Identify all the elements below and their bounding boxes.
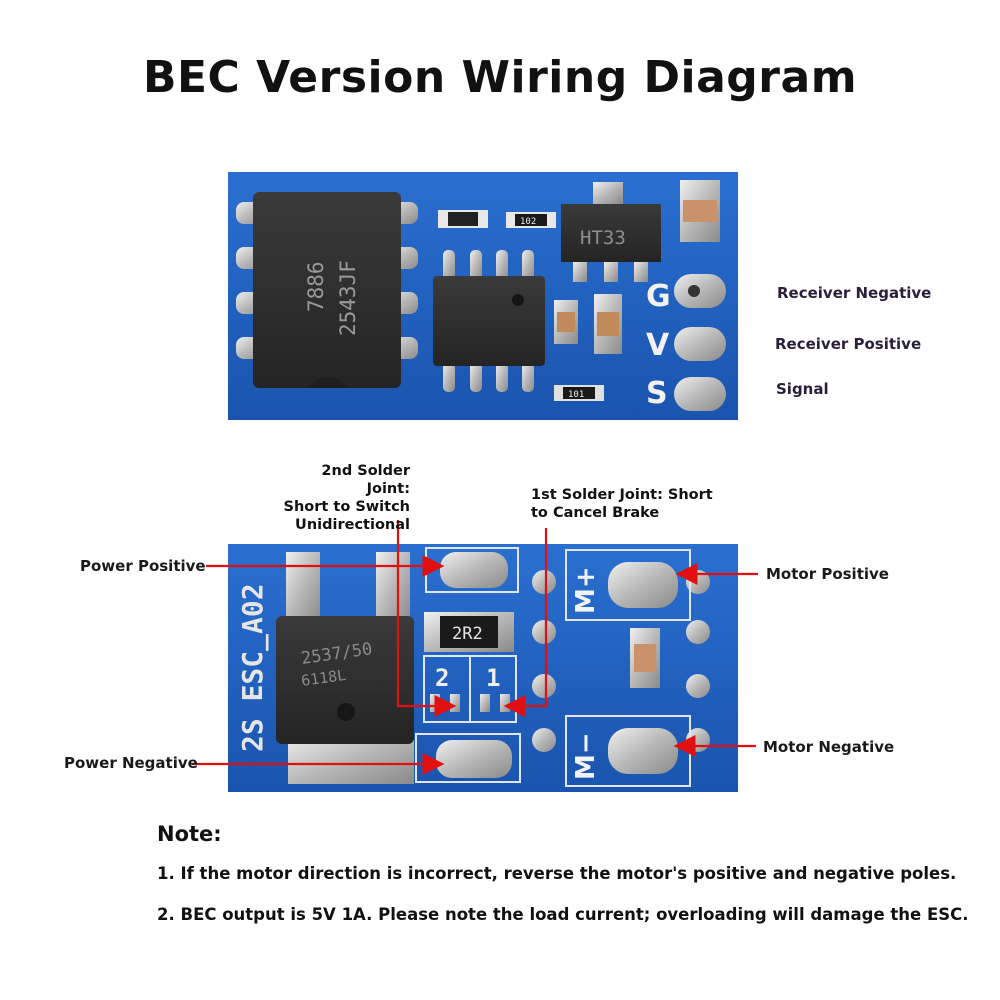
driver-chip — [253, 192, 401, 388]
resistor-2r2: 2R2 — [452, 624, 483, 644]
chip-marking-1: 7886 — [304, 261, 328, 312]
pin-letter-s: S — [646, 376, 668, 411]
joint-number-1: 1 — [486, 664, 500, 692]
page-title: BEC Version Wiring Diagram — [142, 52, 858, 103]
pin-letter-v: V — [646, 328, 670, 363]
label-solder-joint-2: 2nd Solder Joint: Short to Switch Unidir… — [278, 462, 410, 534]
bec-top-board: 7886 2543JF 102 HT33 101 G V S — [228, 172, 738, 420]
pin-letter-g: G — [646, 279, 671, 314]
power-mosfet — [276, 616, 414, 744]
label-signal: Signal — [776, 380, 829, 398]
pad-power-positive — [440, 552, 508, 588]
label-power-positive: Power Positive — [80, 557, 206, 575]
pad-motor-positive — [608, 562, 678, 608]
solder-joint-2-line1: 2nd Solder Joint: — [321, 463, 410, 497]
pad-power-negative — [436, 740, 512, 778]
board-silkscreen: 2S ESC_A02 — [236, 583, 269, 752]
pad-receiver-positive — [674, 327, 726, 361]
voltage-regulator — [561, 204, 661, 262]
chip-marking-2: 2543JF — [336, 260, 360, 336]
pad-motor-negative — [608, 728, 678, 774]
resistor-marking-2: 101 — [568, 390, 584, 400]
regulator-marking: HT33 — [580, 227, 626, 249]
label-motor-positive: Motor Positive — [766, 565, 889, 583]
label-solder-joint-1: 1st Solder Joint: Short to Cancel Brake — [531, 486, 713, 522]
solder-joint-1 — [500, 694, 510, 712]
pad-signal — [674, 377, 726, 411]
motor-minus-mark: M− — [571, 732, 601, 780]
label-receiver-negative: Receiver Negative — [777, 284, 932, 302]
motor-plus-mark: M+ — [571, 566, 601, 614]
mosfet-driver-ic — [433, 276, 545, 366]
label-motor-negative: Motor Negative — [763, 738, 895, 756]
note-heading: Note: — [157, 822, 222, 846]
solder-joint-1-line2: to Cancel Brake — [531, 505, 660, 521]
label-receiver-positive: Receiver Positive — [775, 335, 922, 353]
note-item-1: 1. If the motor direction is incorrect, … — [157, 864, 957, 883]
note-item-2: 2. BEC output is 5V 1A. Please note the … — [157, 905, 969, 924]
solder-joint-1-line1: 1st Solder Joint: Short — [531, 487, 713, 503]
solder-joint-2-line2: Short to Switch — [283, 499, 410, 515]
solder-joint-2 — [450, 694, 460, 712]
solder-joint-2-line3: Unidirectional — [295, 517, 410, 533]
joint-number-2: 2 — [435, 664, 449, 692]
esc-bottom-board: 2S ESC_A02 2537/50 6118L 2R2 2 1 M+ M− — [228, 544, 738, 792]
label-power-negative: Power Negative — [64, 754, 198, 772]
resistor-marking-1: 102 — [520, 217, 536, 227]
